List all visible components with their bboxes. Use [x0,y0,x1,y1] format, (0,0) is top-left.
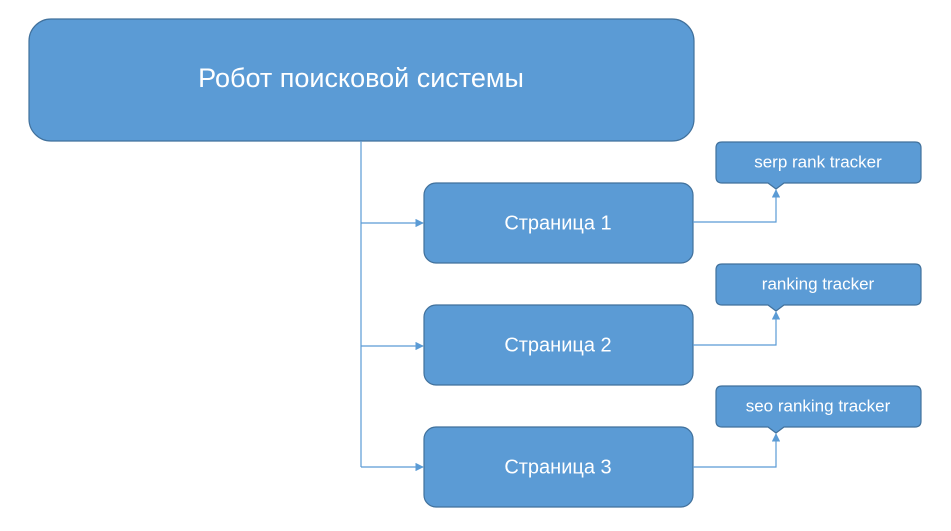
page-node-2-label: Страница 2 [504,334,611,356]
page-node-2: Страница 2 [423,304,694,386]
tag-connector-3 [693,433,781,468]
tag-callout-3-shape [715,385,922,434]
page-node-1: Страница 1 [423,182,694,264]
tag-callout-1-shape [715,141,922,190]
tag-callout-3-label: seo ranking tracker [746,396,891,415]
tag-callout-2-shape [715,263,922,312]
tag-callout-2: ranking tracker [715,263,922,312]
root-node: Робот поисковой системы [28,18,695,142]
tag-callout-1-label: serp rank tracker [754,152,882,171]
tag-connector-2 [693,311,781,346]
page-node-3: Страница 3 [423,426,694,508]
tag-callout-2-label: ranking tracker [762,274,875,293]
tag-connector-1 [693,189,781,223]
page-node-1-box [423,182,694,264]
root-node-label: Робот поисковой системы [198,63,524,93]
tag-callout-3: seo ranking tracker [715,385,922,434]
page-node-1-label: Страница 1 [504,212,611,234]
tag-callout-1: serp rank tracker [715,141,922,190]
page-node-3-label: Страница 3 [504,456,611,478]
